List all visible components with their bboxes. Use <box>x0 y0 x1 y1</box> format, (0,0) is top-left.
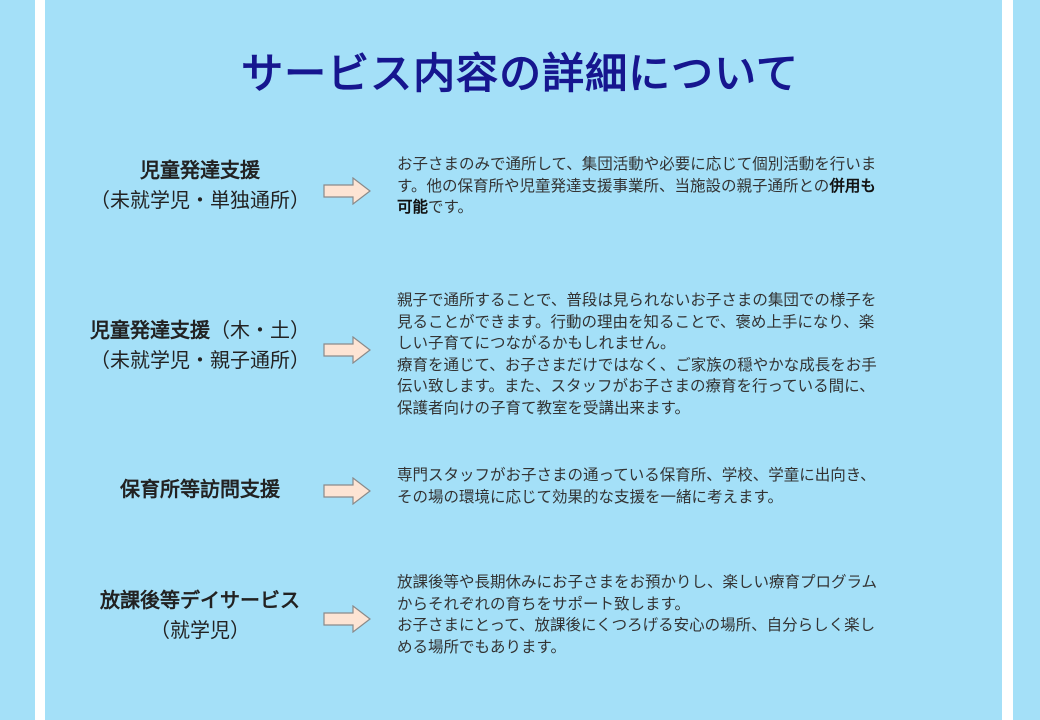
arrow-right-icon <box>323 336 371 364</box>
desc-line: す。他の保育所や児童発達支援事業所、当施設の親子通所との <box>397 176 830 195</box>
service-name: 放課後等デイサービス <box>100 588 300 612</box>
service-description: 専門スタッフがお子さまの通っている保育所、学校、学童に出向き、 その場の環境に応… <box>397 465 876 508</box>
desc-line: 保護者向けの子育て教室を受講出来ます。 <box>397 398 690 417</box>
desc-line: 伝い致します。また、スタッフがお子さまの療育を行っている間に、 <box>397 377 875 395</box>
service-sub: （就学児） <box>150 618 250 642</box>
service-label: 児童発達支援 （未就学児・単独通所） <box>65 155 335 215</box>
service-name: 児童発達支援 <box>140 158 260 182</box>
desc-line: からそれぞれの育ちをサポート致します。 <box>397 594 690 613</box>
desc-line: 療育を通じて、お子さまだけではなく、ご家族の穏やかな成長をお手 <box>397 355 877 374</box>
service-label: 保育所等訪問支援 <box>65 474 335 504</box>
desc-line: お子さまのみで通所して、集団活動や必要に応じて個別活動を行いま <box>397 155 877 173</box>
left-border-stripe <box>35 0 45 720</box>
desc-line: です。 <box>428 198 473 216</box>
desc-bold: 可能 <box>397 198 429 216</box>
desc-line: その場の環境に応じて効果的な支援を一緒に考えます。 <box>397 487 783 506</box>
service-description: お子さまのみで通所して、集団活動や必要に応じて個別活動を行いま す。他の保育所や… <box>397 154 876 219</box>
service-sub: （未就学児・単独通所） <box>90 188 310 212</box>
desc-line: 親子で通所することで、普段は見られないお子さまの集団での様子を <box>397 291 877 309</box>
arrow-right-icon <box>323 477 371 505</box>
arrow-right-icon <box>323 605 371 633</box>
service-label: 放課後等デイサービス （就学児） <box>65 585 335 645</box>
desc-line: める場所でもあります。 <box>397 637 566 656</box>
desc-line: 放課後等や長期休みにお子さまをお預かりし、楽しい療育プログラム <box>397 573 878 591</box>
desc-bold: 併用も <box>829 176 876 195</box>
desc-line: 見ることができます。行動の理由を知ることで、褒め上手になり、楽 <box>397 312 875 331</box>
right-border-stripe <box>1002 0 1013 720</box>
page-title: サービス内容の詳細について <box>241 49 799 98</box>
desc-line: しい子育てにつながるかもしれません。 <box>397 334 676 352</box>
service-description: 親子で通所することで、普段は見られないお子さまの集団での様子を 見ることができま… <box>397 290 877 419</box>
desc-line: お子さまにとって、放課後にくつろげる安心の場所、自分らしく楽し <box>397 616 876 634</box>
desc-line: 専門スタッフがお子さまの通っている保育所、学校、学童に出向き、 <box>397 466 876 484</box>
service-name-suffix: （木・土） <box>210 318 310 342</box>
service-name: 児童発達支援 <box>90 318 210 342</box>
service-sub: （未就学児・親子通所） <box>90 348 310 372</box>
arrow-right-icon <box>323 177 371 205</box>
service-description: 放課後等や長期休みにお子さまをお預かりし、楽しい療育プログラム からそれぞれの育… <box>397 572 877 658</box>
service-label: 児童発達支援（木・土） （未就学児・親子通所） <box>55 315 345 375</box>
service-name: 保育所等訪問支援 <box>120 477 280 501</box>
